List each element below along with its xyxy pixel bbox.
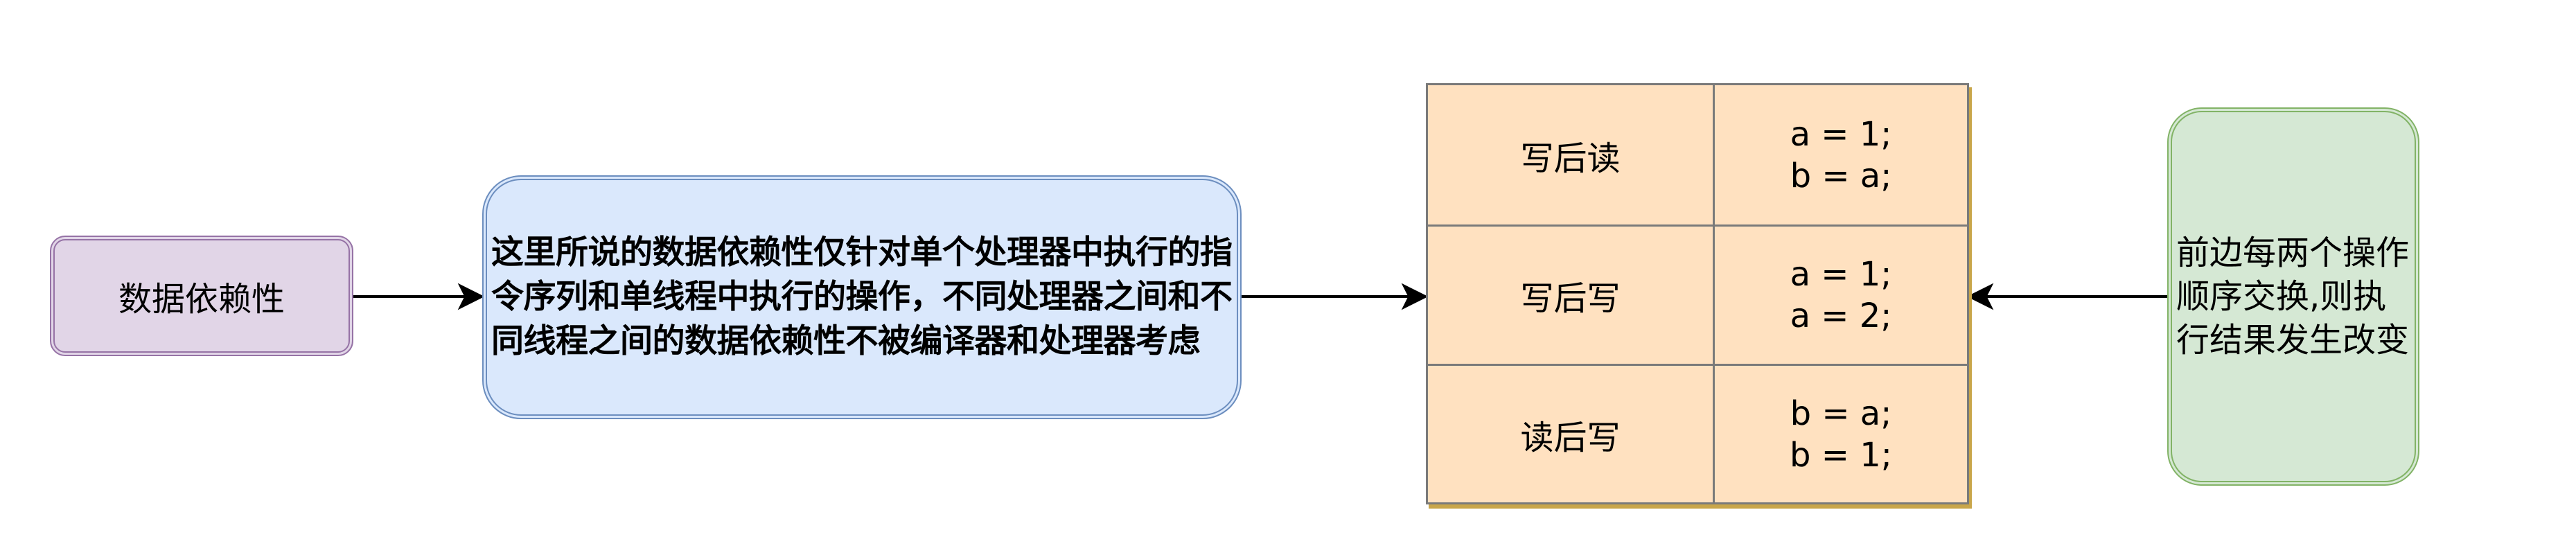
table-row: 读后写 b = a; b = 1; (1428, 364, 1967, 503)
code-line: a = 1; (1790, 114, 1892, 154)
code-line: b = 1; (1790, 436, 1892, 475)
arrowhead-icon (1401, 283, 1429, 310)
table-row-code: a = 1; b = a; (1715, 85, 1967, 224)
table-row-label: 写后读 (1428, 85, 1715, 224)
node-dependency-table: 写后读 a = 1; b = a; 写后写 a = 1; a = 2; 读后写 … (1426, 83, 1969, 504)
table-row: 写后读 a = 1; b = a; (1428, 85, 1967, 224)
table-row-code: b = a; b = 1; (1715, 366, 1967, 503)
edge-note-to-table (1966, 283, 2167, 310)
node-description-text: 这里所说的数据依赖性仅针对单个处理器中执行的指令序列和单线程中执行的操作，不同处… (491, 234, 1233, 360)
node-note: 前边每两个操作顺序交换,则执行结果发生改变 (2167, 107, 2419, 486)
table-row-label: 读后写 (1428, 366, 1715, 503)
arrowhead-icon (457, 283, 485, 310)
node-note-text: 前边每两个操作顺序交换,则执行结果发生改变 (2176, 233, 2410, 360)
code-line: a = 2; (1790, 297, 1892, 335)
code-line: b = a; (1790, 394, 1892, 433)
table-row-label: 写后写 (1428, 227, 1715, 364)
node-data-dependency: 数据依赖性 (50, 236, 353, 356)
code-line: a = 1; (1790, 255, 1892, 294)
table-row-code: a = 1; a = 2; (1715, 227, 1967, 364)
arrowhead-icon (1966, 283, 1994, 310)
edge-description-to-table (1242, 283, 1429, 310)
node-data-dependency-label: 数据依赖性 (118, 280, 285, 319)
edge-dependency-to-description (353, 283, 485, 310)
table-row: 写后写 a = 1; a = 2; (1428, 224, 1967, 364)
code-line: b = a; (1790, 156, 1892, 195)
node-description: 这里所说的数据依赖性仅针对单个处理器中执行的指令序列和单线程中执行的操作，不同处… (482, 175, 1242, 419)
